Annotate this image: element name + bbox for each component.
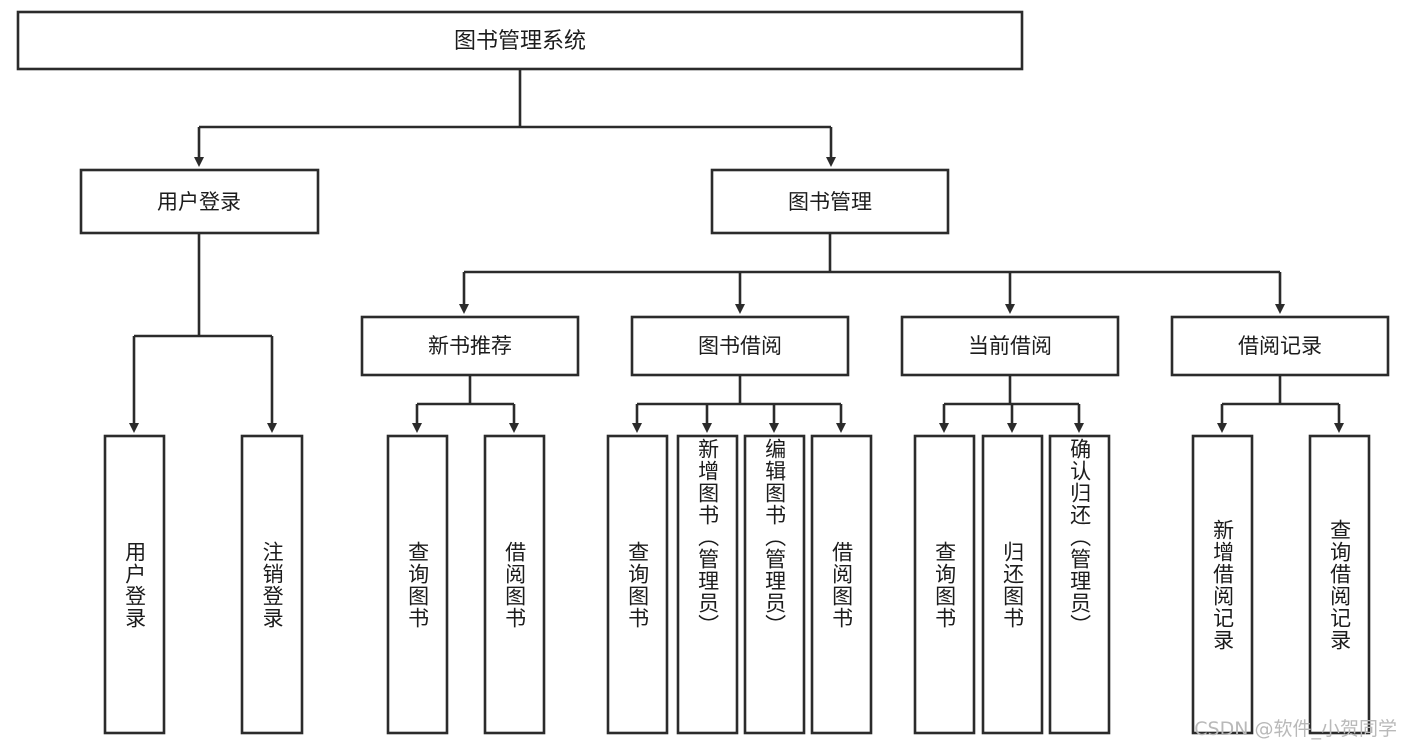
watermark-text: CSDN @软件_小贺同学 xyxy=(1194,718,1397,740)
leaf-rect-query-book-2[interactable] xyxy=(606,434,669,735)
node-current-borrow[interactable]: 当前借阅 xyxy=(900,315,1120,377)
connector-bookborrow-to-leaves xyxy=(632,375,846,433)
leaf-rect-query-book-1[interactable] xyxy=(386,434,449,735)
connector-newbook-to-leaves xyxy=(412,375,519,433)
node-book-borrow-label: 图书借阅 xyxy=(698,334,782,358)
node-borrow-record[interactable]: 借阅记录 xyxy=(1170,315,1390,377)
node-book-borrow[interactable]: 图书借阅 xyxy=(630,315,850,377)
connector-borrowrecord-to-leaves xyxy=(1217,375,1344,433)
node-book-management-label: 图书管理 xyxy=(788,190,872,214)
connector-root-to-level2 xyxy=(194,69,836,167)
node-user-login[interactable]: 用户登录 xyxy=(79,168,320,235)
leaf-rect-add-borrow-record[interactable] xyxy=(1191,434,1254,735)
leaf-rect-confirm-return-admin[interactable] xyxy=(1048,434,1111,735)
node-root[interactable]: 图书管理系统 xyxy=(16,10,1024,71)
connector-currentborrow-to-leaves xyxy=(939,375,1084,433)
leaf-rect-user-login[interactable] xyxy=(103,434,166,735)
leaf-rect-query-borrow-record[interactable] xyxy=(1308,434,1371,735)
node-new-book-recommend[interactable]: 新书推荐 xyxy=(360,315,580,377)
connector-bookmgmt-to-level3 xyxy=(459,233,1285,314)
node-borrow-record-label: 借阅记录 xyxy=(1238,334,1322,358)
leaf-rect-add-book-admin[interactable] xyxy=(676,434,739,735)
leaf-rect-edit-book-admin[interactable] xyxy=(743,434,806,735)
leaf-rect-borrow-book-1[interactable] xyxy=(483,434,546,735)
leaf-rect-borrow-book-2[interactable] xyxy=(810,434,873,735)
node-root-label: 图书管理系统 xyxy=(454,29,586,54)
leaf-rect-return-book[interactable] xyxy=(981,434,1044,735)
leaf-rect-query-book-3[interactable] xyxy=(913,434,976,735)
leaf-rect-logout-login[interactable] xyxy=(240,434,304,735)
leaf-rects xyxy=(103,434,1371,735)
connector-userlogin-to-leaves xyxy=(129,233,277,433)
node-book-management[interactable]: 图书管理 xyxy=(710,168,950,235)
node-new-book-recommend-label: 新书推荐 xyxy=(428,334,512,358)
node-user-login-label: 用户登录 xyxy=(157,190,241,214)
node-current-borrow-label: 当前借阅 xyxy=(968,334,1052,358)
